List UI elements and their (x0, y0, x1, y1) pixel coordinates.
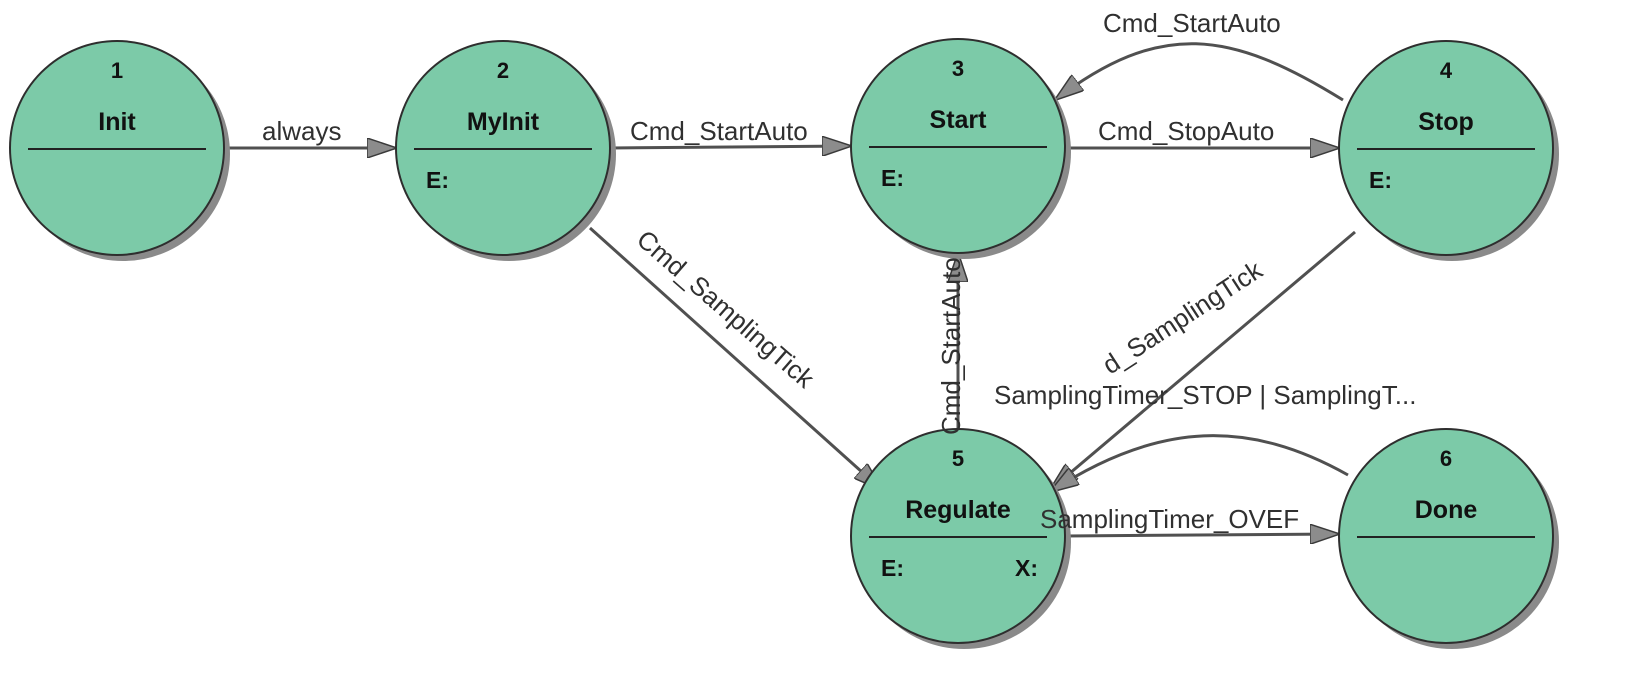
transition-label-5-to-6: SamplingTimer_OVEF (1040, 504, 1299, 534)
state-name: MyInit (467, 108, 540, 136)
state-number: 3 (952, 56, 964, 81)
transition-arrow-2-to-5[interactable] (588, 226, 882, 490)
state-name: Done (1415, 496, 1478, 524)
states-layer: 1Init2MyInitE:3StartE:4StopE:5RegulateE:… (9, 38, 1559, 649)
state-entry-action: E: (881, 165, 904, 191)
transition-arrow-4-to-3[interactable] (1055, 42, 1344, 100)
transition-label-6-to-5: SamplingTimer_STOP | SamplingT... (994, 380, 1416, 410)
state-number: 5 (952, 446, 964, 471)
transition-label-3-to-4: Cmd_StopAuto (1098, 116, 1274, 146)
state-number: 2 (497, 58, 509, 83)
transition-label-2-to-5: Cmd_SamplingTick (631, 224, 821, 395)
state-exit-action: X: (1015, 555, 1038, 581)
state-name: Regulate (905, 496, 1011, 524)
transition-label-5-to-3: Cmd_StartAuto (936, 257, 966, 435)
state-name: Start (930, 106, 988, 134)
state-entry-action: E: (881, 555, 904, 581)
transition-arrow-6-to-5[interactable] (1050, 434, 1349, 492)
state-name: Stop (1418, 108, 1474, 136)
transitions-layer (224, 42, 1356, 536)
transition-arrow-4-to-5[interactable] (1050, 230, 1356, 490)
state-name: Init (98, 108, 136, 136)
transition-label-2-to-3: Cmd_StartAuto (630, 116, 808, 146)
transition-label-1-to-2: always (262, 116, 341, 146)
transition-arrow-5-to-6[interactable] (1064, 534, 1339, 536)
state-number: 1 (111, 58, 123, 83)
state-number: 6 (1440, 446, 1452, 471)
state-entry-action: E: (426, 167, 449, 193)
transition-arrow-2-to-3[interactable] (609, 146, 851, 148)
transition-label-4-to-3: Cmd_StartAuto (1103, 8, 1281, 38)
transition-label-4-to-5: d_SamplingTick (1097, 254, 1268, 380)
state-number: 4 (1440, 58, 1453, 83)
state-entry-action: E: (1369, 167, 1392, 193)
